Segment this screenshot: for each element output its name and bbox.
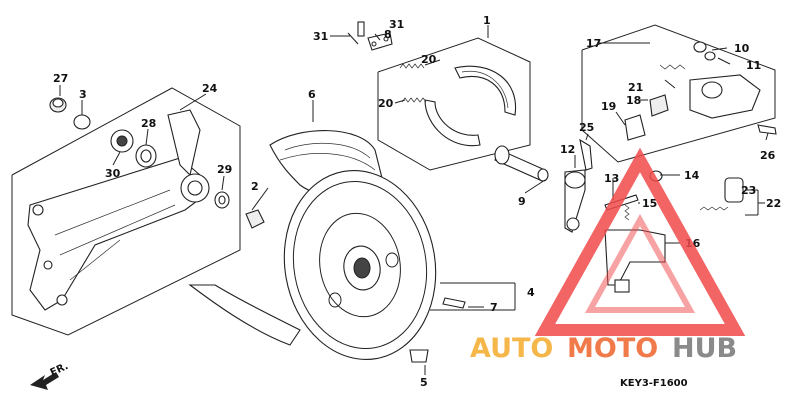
callout-14: 14	[684, 169, 700, 182]
callout-21: 21	[628, 81, 643, 94]
callout-28: 28	[141, 117, 156, 130]
watermark-logo	[534, 147, 746, 336]
callout-3: 3	[79, 88, 87, 101]
callout-1: 1	[483, 14, 491, 27]
wheel-group	[188, 130, 437, 361]
leader-lines	[59, 25, 769, 375]
diagram-code: KEY3-F1600	[620, 378, 688, 389]
callout-30: 30	[105, 167, 121, 180]
callout-20b: 20	[378, 97, 394, 110]
callout-31a: 31	[313, 30, 328, 43]
bracket-group	[11, 87, 241, 336]
watermark-hub: HUB	[672, 333, 737, 364]
brake-shoes	[424, 65, 517, 147]
callout-26: 26	[760, 149, 776, 162]
callout-5: 5	[420, 376, 428, 389]
callout-8: 8	[384, 28, 392, 41]
callout-22: 22	[766, 197, 781, 210]
callout-17: 17	[586, 37, 601, 50]
watermark-text: AUTO MOTO HUB	[470, 333, 737, 364]
callout-23: 23	[741, 184, 756, 197]
callout-18: 18	[626, 94, 641, 107]
callout-9: 9	[518, 195, 526, 208]
callout-27: 27	[53, 72, 68, 85]
callout-4: 4	[527, 286, 535, 299]
callout-6: 6	[308, 88, 316, 101]
callout-25: 25	[579, 121, 594, 134]
callout-19: 19	[601, 100, 616, 113]
callout-24: 24	[202, 82, 218, 95]
callout-29: 29	[217, 163, 232, 176]
direction-label: FR.	[49, 361, 70, 379]
callout-20a: 20	[421, 53, 437, 66]
watermark-auto: AUTO	[470, 333, 553, 364]
watermark-moto: MOTO	[567, 333, 658, 364]
callout-7: 7	[490, 301, 498, 314]
callout-12: 12	[560, 143, 575, 156]
callout-13: 13	[604, 172, 619, 185]
callout-2: 2	[251, 180, 259, 193]
callout-10: 10	[734, 42, 750, 55]
callout-31b: 31	[389, 18, 404, 31]
front-direction-indicator: FR.	[30, 361, 70, 390]
callout-11: 11	[746, 59, 761, 72]
callout-15: 15	[642, 197, 657, 210]
